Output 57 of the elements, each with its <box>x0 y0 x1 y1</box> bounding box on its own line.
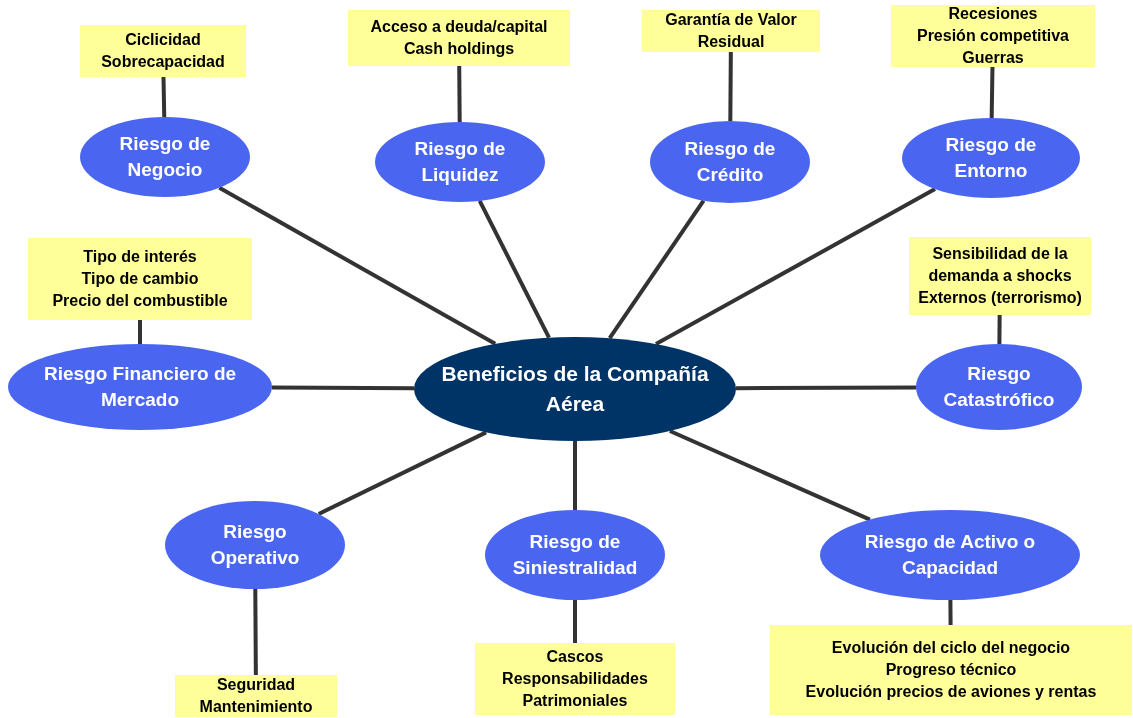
note-text: Guerras <box>962 48 1024 68</box>
note-text: Seguridad <box>216 675 296 695</box>
node-label: Riesgo de Liquidez <box>413 137 507 187</box>
connector-line <box>161 76 167 118</box>
node-label: Riesgo de Activo o Capacidad <box>863 530 1037 580</box>
note-box <box>770 625 1132 715</box>
connector-line <box>218 186 497 346</box>
note-box <box>475 643 675 715</box>
connector-line <box>317 430 487 516</box>
connector-line <box>669 429 871 522</box>
note-box <box>80 25 246 77</box>
connector-line <box>608 199 706 340</box>
connector-line <box>735 385 916 391</box>
node-label: Beneficios de la Compañía Aérea <box>440 361 710 417</box>
node-label: Riesgo Financiero de Mercado <box>42 362 238 412</box>
connector-line <box>573 441 577 510</box>
note-box <box>642 10 820 52</box>
connector-line <box>253 589 258 675</box>
node-label: Riesgo de Entorno <box>944 133 1038 183</box>
connector-line <box>655 187 936 346</box>
note-box <box>348 10 570 66</box>
connector-line <box>728 52 733 121</box>
connector-line <box>457 66 462 123</box>
node-label: Riesgo de Negocio <box>118 132 212 182</box>
note-box <box>175 675 337 717</box>
note-box <box>891 5 1095 67</box>
note-box <box>909 237 1091 315</box>
connector-line <box>138 320 142 344</box>
note-text: Cash holdings <box>403 39 515 59</box>
note-text: Evolución precios de aviones y rentas <box>805 682 1097 702</box>
connector-line <box>477 200 551 339</box>
connector-line <box>272 385 415 391</box>
note-text: Precio del combustible <box>52 291 228 311</box>
note-text: Responsabilidades <box>502 669 648 689</box>
note-text: Cascos <box>546 647 604 667</box>
note-text: Garantía de Valor Residual <box>664 10 798 52</box>
node-label: Riesgo de Crédito <box>683 137 777 187</box>
node-label: Riesgo Catastrófico <box>942 362 1056 412</box>
note-text: Evolución del ciclo del negocio <box>831 638 1071 658</box>
note-text: Recesiones <box>948 4 1038 24</box>
note-text: Acceso a deuda/capital <box>370 17 548 37</box>
note-text: Presión competitiva <box>916 26 1069 46</box>
node-label: Riesgo Operativo <box>209 520 301 570</box>
note-text: Sensibilidad de la demanda a shocks Externos (terrorismo) <box>917 244 1083 308</box>
note-text: Progreso técnico <box>885 660 1017 680</box>
note-text: Mantenimiento <box>199 697 313 717</box>
note-text: Tipo de cambio <box>81 269 199 289</box>
note-text: Ciclicidad <box>125 30 201 50</box>
note-text: Sobrecapacidad <box>101 52 225 72</box>
connector-line <box>997 314 1002 344</box>
note-box <box>28 238 252 320</box>
note-text: Patrimoniales <box>522 691 628 711</box>
connector-line <box>948 599 953 626</box>
note-text: Tipo de interés <box>83 247 197 267</box>
connector-line <box>989 66 995 119</box>
node-label: Riesgo de Siniestralidad <box>511 530 639 580</box>
connector-line <box>573 600 577 643</box>
